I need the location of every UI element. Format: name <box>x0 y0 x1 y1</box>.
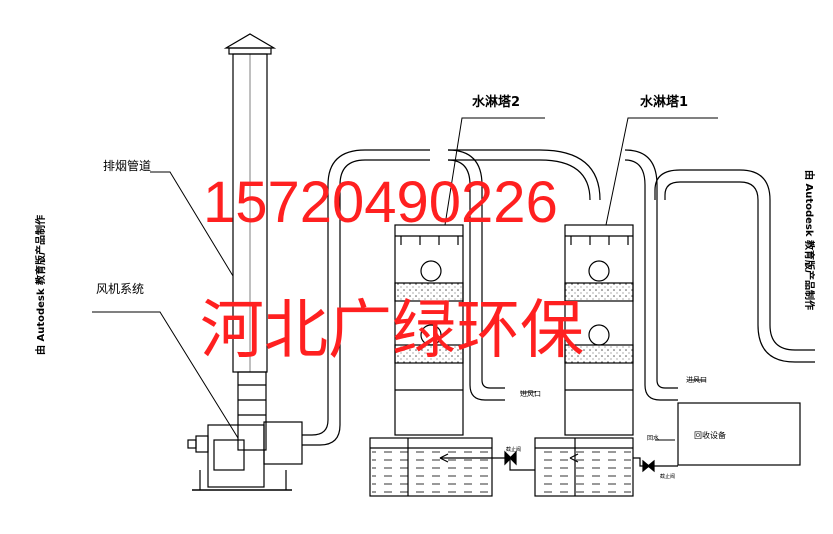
overlay-phone: 15720490226 <box>203 170 558 235</box>
fan-unit <box>187 371 303 491</box>
recovery-equipment <box>677 402 801 466</box>
return-water-label: 回水 <box>647 434 659 442</box>
watermark-left: 由 Autodesk 教育版产品制作 <box>34 215 47 355</box>
tower-2 <box>394 224 464 436</box>
valve-left-label: 截止阀 <box>506 446 521 453</box>
duct-right-inlet <box>654 169 815 363</box>
tank-1 <box>534 437 634 497</box>
tower-1 <box>564 224 634 436</box>
leader-lines <box>92 117 718 441</box>
inlet-label-1: 进风口 <box>686 376 707 384</box>
tower1-label: 水淋塔1 <box>640 94 688 110</box>
duct-fan-to-tower2 <box>302 149 430 446</box>
chimney-label: 排烟管道 <box>103 158 151 173</box>
duct-tower2-to-tower1 <box>447 149 505 401</box>
overlay-company: 河北广绿环保 <box>200 294 584 366</box>
recovery-label: 回收设备 <box>694 430 726 440</box>
tank-2 <box>369 437 493 497</box>
fan-system-label: 风机系统 <box>96 282 144 296</box>
inlet-label-2: 进风口 <box>520 390 541 398</box>
valve-right-label: 截止阀 <box>660 473 675 480</box>
water-pipes <box>439 450 678 473</box>
duct-tower1-out <box>624 149 678 401</box>
duct-tower1-top <box>448 149 601 201</box>
watermark-right: 由 Autodesk 教育版产品制作 <box>803 170 816 310</box>
tower2-label: 水淋塔2 <box>472 94 520 110</box>
